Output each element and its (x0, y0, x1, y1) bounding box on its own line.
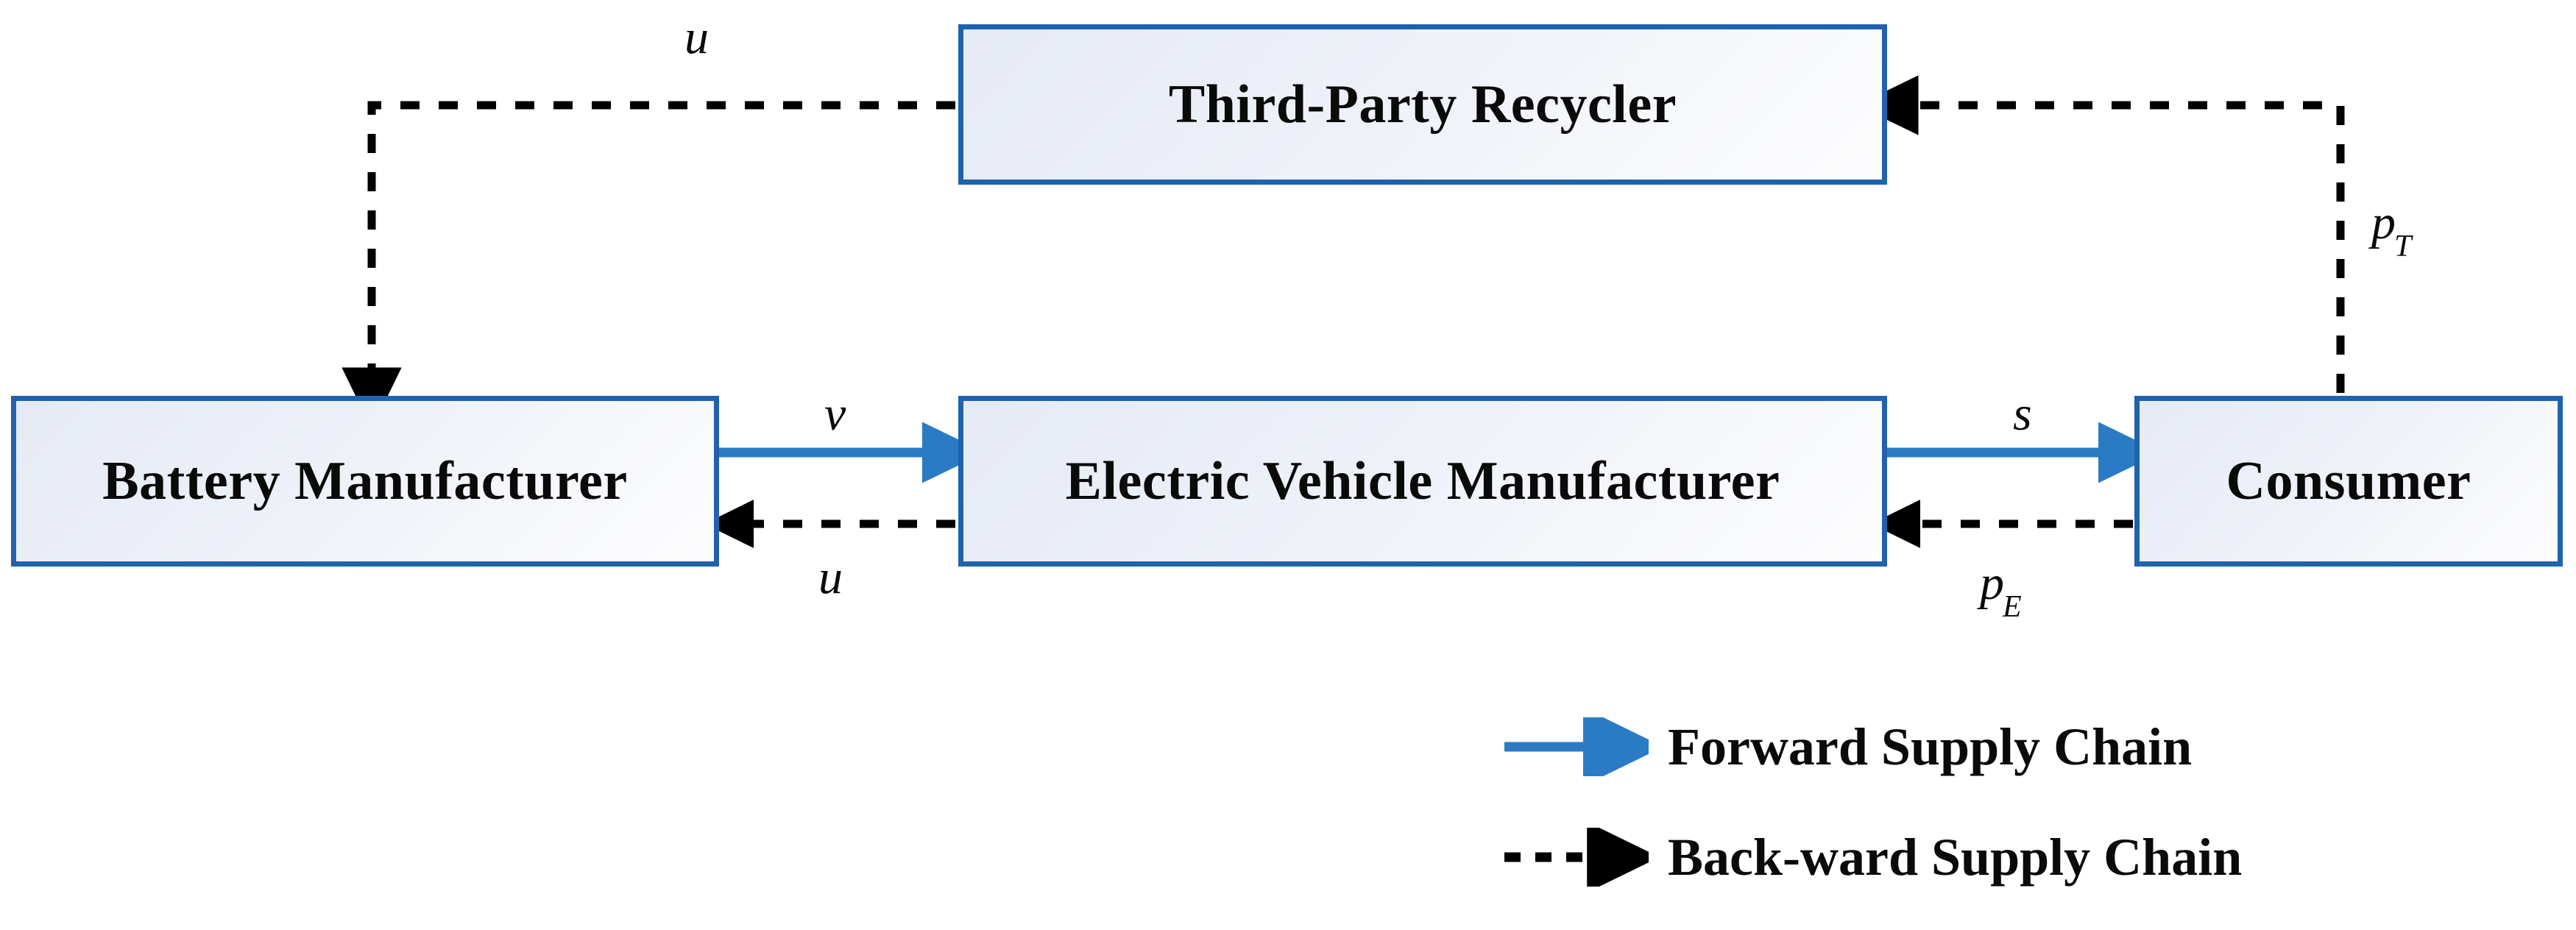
flow-label-subscript: T (2394, 230, 2412, 264)
flow-label-consumer-to-recycler: pT (2371, 196, 2413, 263)
legend-item-forward-supply-chain: Forward Supply Chain (1501, 717, 2192, 776)
flow-label-subscript: E (2003, 590, 2022, 625)
flow-label-text: v (824, 387, 846, 441)
legend-item-backward-supply-chain: Back-ward Supply Chain (1501, 828, 2242, 887)
flow-label-battery-to-ev-manufacturer: v (824, 390, 846, 439)
node-third-party-recycler[interactable]: Third-Party Recycler (958, 24, 1887, 185)
backward-arrow-icon (1504, 828, 1649, 887)
arrow-recycler-to-battery-manufacturer (342, 101, 955, 430)
flow-label-text: u (684, 10, 709, 64)
node-electric-vehicle-manufacturer[interactable]: Electric Vehicle Manufacturer (958, 396, 1887, 567)
flow-label-text: u (818, 550, 843, 604)
arrow-consumer-to-recycler (1856, 75, 2345, 393)
flow-label-text: p (1980, 556, 2004, 610)
node-label-third-party-recycler: Third-Party Recycler (1168, 74, 1677, 135)
node-label-consumer: Consumer (2226, 451, 2471, 511)
forward-arrow-icon (1504, 717, 1649, 776)
node-consumer[interactable]: Consumer (2134, 396, 2563, 567)
node-label-electric-vehicle-manufacturer: Electric Vehicle Manufacturer (1065, 451, 1780, 511)
node-label-battery-manufacturer: Battery Manufacturer (102, 451, 628, 511)
flow-label-ev-manufacturer-to-battery: u (818, 553, 843, 602)
legend-label-forward-supply-chain: Forward Supply Chain (1668, 717, 2193, 776)
flow-label-text: p (2371, 196, 2396, 249)
flow-label-recycler-to-battery-manufacturer: u (684, 13, 709, 62)
node-battery-manufacturer[interactable]: Battery Manufacturer (11, 396, 719, 567)
legend-label-backward-supply-chain: Back-ward Supply Chain (1668, 828, 2243, 887)
flow-label-ev-manufacturer-to-consumer: s (2013, 390, 2032, 439)
flow-label-consumer-to-ev-manufacturer: pE (1980, 556, 2023, 623)
flow-label-text: s (2013, 387, 2032, 441)
